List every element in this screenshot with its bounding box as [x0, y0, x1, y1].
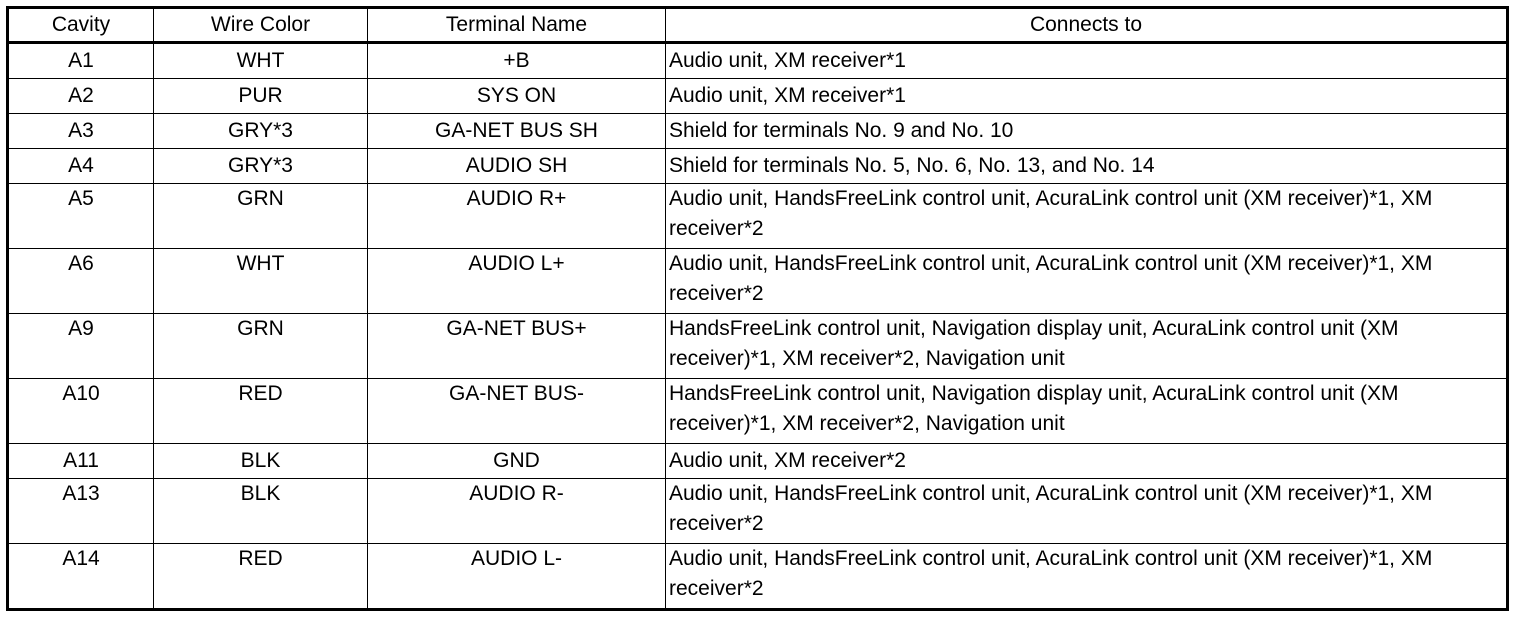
cavity-cell: A1: [7, 42, 154, 79]
terminal-name-cell: AUDIO R-: [367, 478, 666, 544]
table-row: A3 GRY*3 GA-NET BUS SH Shield for termin…: [7, 113, 1508, 149]
terminal-name-cell: GND: [367, 443, 666, 479]
terminal-name-cell: +B: [367, 42, 666, 79]
header-connects-to: Connects to: [665, 7, 1508, 44]
connects-to-cell: Audio unit, XM receiver*2: [665, 443, 1508, 479]
cavity-cell: A11: [7, 443, 154, 479]
cavity-cell: A10: [7, 378, 154, 444]
table-row: A9 GRN GA-NET BUS+ HandsFreeLink control…: [7, 313, 1508, 379]
cavity-cell: A2: [7, 78, 154, 114]
wire-color-cell: WHT: [153, 42, 368, 79]
header-terminal-name: Terminal Name: [367, 7, 666, 44]
connector-pinout-table: Cavity Wire Color Terminal Name Connects…: [6, 6, 1509, 611]
connects-to-cell: HandsFreeLink control unit, Navigation d…: [665, 378, 1508, 444]
table-row: A6 WHT AUDIO L+ Audio unit, HandsFreeLin…: [7, 248, 1508, 314]
terminal-name-cell: AUDIO L+: [367, 248, 666, 314]
connects-to-cell: Audio unit, XM receiver*1: [665, 42, 1508, 79]
cavity-cell: A6: [7, 248, 154, 314]
terminal-name-cell: SYS ON: [367, 78, 666, 114]
cavity-cell: A13: [7, 478, 154, 544]
terminal-name-cell: GA-NET BUS+: [367, 313, 666, 379]
wire-color-cell: RED: [153, 543, 368, 610]
terminal-name-cell: AUDIO L-: [367, 543, 666, 610]
terminal-name-cell: GA-NET BUS-: [367, 378, 666, 444]
table-row: A5 GRN AUDIO R+ Audio unit, HandsFreeLin…: [7, 183, 1508, 249]
wire-color-cell: GRY*3: [153, 148, 368, 184]
table-row: A1 WHT +B Audio unit, XM receiver*1: [7, 42, 1508, 79]
table-row: A13 BLK AUDIO R- Audio unit, HandsFreeLi…: [7, 478, 1508, 544]
header-wire-color: Wire Color: [153, 7, 368, 44]
connects-to-cell: Shield for terminals No. 5, No. 6, No. 1…: [665, 148, 1508, 184]
wire-color-cell: WHT: [153, 248, 368, 314]
terminal-name-cell: AUDIO R+: [367, 183, 666, 249]
wire-color-cell: RED: [153, 378, 368, 444]
cavity-cell: A4: [7, 148, 154, 184]
wire-color-cell: PUR: [153, 78, 368, 114]
connects-to-cell: HandsFreeLink control unit, Navigation d…: [665, 313, 1508, 379]
wire-color-cell: GRN: [153, 183, 368, 249]
terminal-name-cell: AUDIO SH: [367, 148, 666, 184]
cavity-cell: A14: [7, 543, 154, 610]
table-row: A10 RED GA-NET BUS- HandsFreeLink contro…: [7, 378, 1508, 444]
table-row: A2 PUR SYS ON Audio unit, XM receiver*1: [7, 78, 1508, 114]
table-row: A4 GRY*3 AUDIO SH Shield for terminals N…: [7, 148, 1508, 184]
table-header-row: Cavity Wire Color Terminal Name Connects…: [7, 7, 1508, 44]
cavity-cell: A5: [7, 183, 154, 249]
connects-to-cell: Audio unit, HandsFreeLink control unit, …: [665, 543, 1508, 610]
header-cavity: Cavity: [7, 7, 154, 44]
connects-to-cell: Audio unit, HandsFreeLink control unit, …: [665, 478, 1508, 544]
table-row: A14 RED AUDIO L- Audio unit, HandsFreeLi…: [7, 543, 1508, 610]
table-row: A11 BLK GND Audio unit, XM receiver*2: [7, 443, 1508, 479]
cavity-cell: A9: [7, 313, 154, 379]
connects-to-cell: Audio unit, HandsFreeLink control unit, …: [665, 248, 1508, 314]
connects-to-cell: Shield for terminals No. 9 and No. 10: [665, 113, 1508, 149]
connects-to-cell: Audio unit, HandsFreeLink control unit, …: [665, 183, 1508, 249]
wire-color-cell: BLK: [153, 443, 368, 479]
cavity-cell: A3: [7, 113, 154, 149]
terminal-name-cell: GA-NET BUS SH: [367, 113, 666, 149]
wire-color-cell: GRN: [153, 313, 368, 379]
wire-color-cell: GRY*3: [153, 113, 368, 149]
wire-color-cell: BLK: [153, 478, 368, 544]
connects-to-cell: Audio unit, XM receiver*1: [665, 78, 1508, 114]
